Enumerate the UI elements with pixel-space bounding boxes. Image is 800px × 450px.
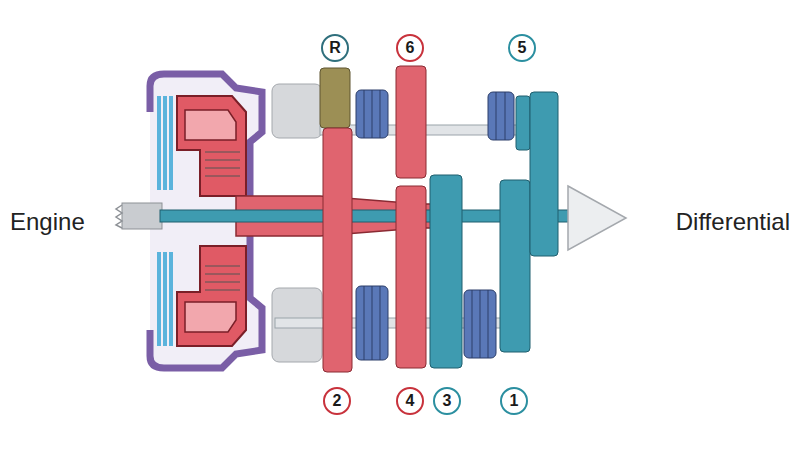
tooth-line — [364, 286, 365, 360]
tooth-line — [496, 92, 497, 140]
gear-callout-circle: 2 — [323, 387, 351, 415]
gear-callout-circle: 1 — [500, 387, 528, 415]
clutch-pack — [177, 246, 246, 346]
tooth-line — [480, 290, 481, 358]
synchronizer — [356, 286, 388, 360]
reverse-gear — [320, 68, 350, 128]
gear-callout-circle: 5 — [508, 34, 536, 62]
engine-input-stub — [122, 203, 162, 229]
synchronizer — [488, 92, 514, 140]
tooth-line — [472, 290, 473, 358]
gear-callout-circle: 6 — [396, 34, 424, 62]
tooth-line — [372, 286, 373, 360]
clutch-plate — [163, 96, 167, 190]
gear-2 — [323, 128, 352, 372]
spring-line — [205, 159, 240, 160]
synchronizer-teeth — [364, 90, 505, 360]
callout-number: 1 — [510, 393, 519, 409]
gear-callout-circle: R — [321, 34, 349, 62]
spring-line — [205, 289, 240, 290]
tooth-line — [372, 90, 373, 138]
gear-callout-circle: 4 — [396, 387, 424, 415]
spring-line — [205, 151, 240, 152]
gear-6 — [396, 66, 426, 178]
spring-line — [205, 273, 240, 274]
tooth-line — [364, 90, 365, 138]
spline — [116, 205, 122, 228]
callout-number: 5 — [518, 40, 527, 56]
part-label: Engine — [10, 209, 85, 235]
clutch-plate — [169, 96, 173, 190]
clutch-plate — [157, 252, 161, 346]
tooth-line — [505, 92, 506, 140]
clutch-plate — [163, 252, 167, 346]
clutch-plate — [157, 96, 161, 190]
callout-number: 6 — [406, 40, 415, 56]
spring-line — [205, 281, 240, 282]
gear-5 — [530, 92, 558, 256]
clutch-pack — [177, 96, 246, 196]
gear-callout-circle: 3 — [433, 387, 461, 415]
callout-number: 4 — [406, 393, 415, 409]
spring-line — [205, 167, 240, 168]
tooth-line — [380, 90, 381, 138]
gear-3 — [430, 175, 462, 368]
gear-1 — [500, 180, 530, 352]
spring-line — [205, 265, 240, 266]
clutch-drum — [272, 84, 322, 138]
synchronizer — [464, 290, 496, 358]
part-label: Differential — [676, 209, 790, 235]
callout-number: 3 — [443, 393, 452, 409]
synchronizer — [356, 90, 388, 138]
gear-4 — [396, 186, 426, 368]
clutch-plate — [169, 252, 173, 346]
spring-line — [205, 175, 240, 176]
callout-number: R — [329, 40, 341, 56]
callout-number: 2 — [333, 393, 342, 409]
clutch-piston — [185, 302, 236, 332]
tooth-line — [488, 290, 489, 358]
tooth-line — [380, 286, 381, 360]
clutch-piston — [185, 110, 236, 140]
gear-5-driven — [516, 96, 530, 150]
differential-cone — [568, 186, 626, 250]
